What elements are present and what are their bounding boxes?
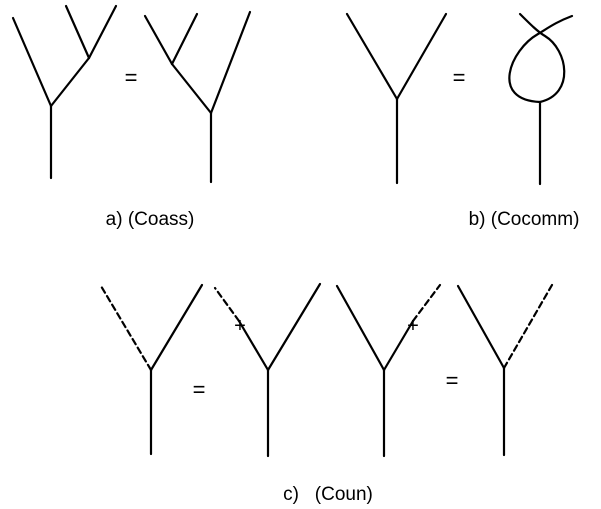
cocomm-loop-strand-a — [508, 14, 574, 104]
coass-right-subbranch-right — [170, 12, 199, 66]
coun-v3-solid-right — [382, 319, 415, 372]
caption-coass: a) (Coass) — [106, 209, 195, 230]
caption-cocomm: b) (Cocomm) — [469, 209, 580, 230]
coun-v2-dashed-stub — [213, 286, 241, 323]
cocomm-branch-left — [345, 12, 399, 101]
coun-plus-left: + — [234, 315, 246, 337]
caption-coun: c) (Coun) — [283, 484, 373, 505]
cocomm-equals-sign: = — [453, 65, 466, 90]
coun-vertex-4 — [456, 283, 554, 457]
coun-v2-branch-right — [266, 282, 322, 372]
coun-vertex-3 — [335, 283, 442, 458]
coass-right-branch-right — [209, 10, 252, 115]
coass-left-subbranch-left — [64, 4, 91, 60]
coun-equals-left: = — [193, 377, 206, 402]
coun-v1-dashed-branch — [99, 284, 153, 372]
coass-right-tree — [143, 10, 252, 184]
coun-v2-solid-left — [237, 319, 270, 372]
coass-right-subbranch-left — [143, 14, 174, 66]
coun-v4-branch-left — [456, 284, 506, 370]
coass-left-branch-right — [49, 56, 91, 108]
coun-equals-right: = — [446, 368, 459, 393]
cocomm-branch-right — [395, 12, 448, 101]
coass-left-subbranch-right — [87, 4, 118, 60]
coun-v1-branch — [149, 283, 204, 372]
coun-vertex-1 — [99, 283, 204, 456]
cocomm-y-vertex — [345, 12, 448, 185]
panel-c-coun: = + + = c) (Coun) — [99, 282, 554, 505]
coun-v3-dashed-stub — [411, 283, 442, 323]
coass-left-branch-left — [11, 16, 53, 108]
coun-v3-branch-left — [335, 284, 386, 372]
panel-a-coass: = a) (Coass) — [11, 4, 252, 230]
coun-vertex-2 — [213, 282, 322, 458]
coass-right-branch-left — [170, 62, 213, 115]
panel-b-cocomm: = b) (Cocomm) — [345, 12, 580, 230]
cocomm-loop-strand-b — [518, 12, 566, 104]
cocomm-twisted-vertex — [508, 12, 574, 186]
coun-v4-dashed-branch — [502, 283, 554, 370]
coass-left-tree — [11, 4, 118, 180]
coun-plus-right: + — [407, 315, 419, 337]
coass-equals-sign: = — [125, 65, 138, 90]
